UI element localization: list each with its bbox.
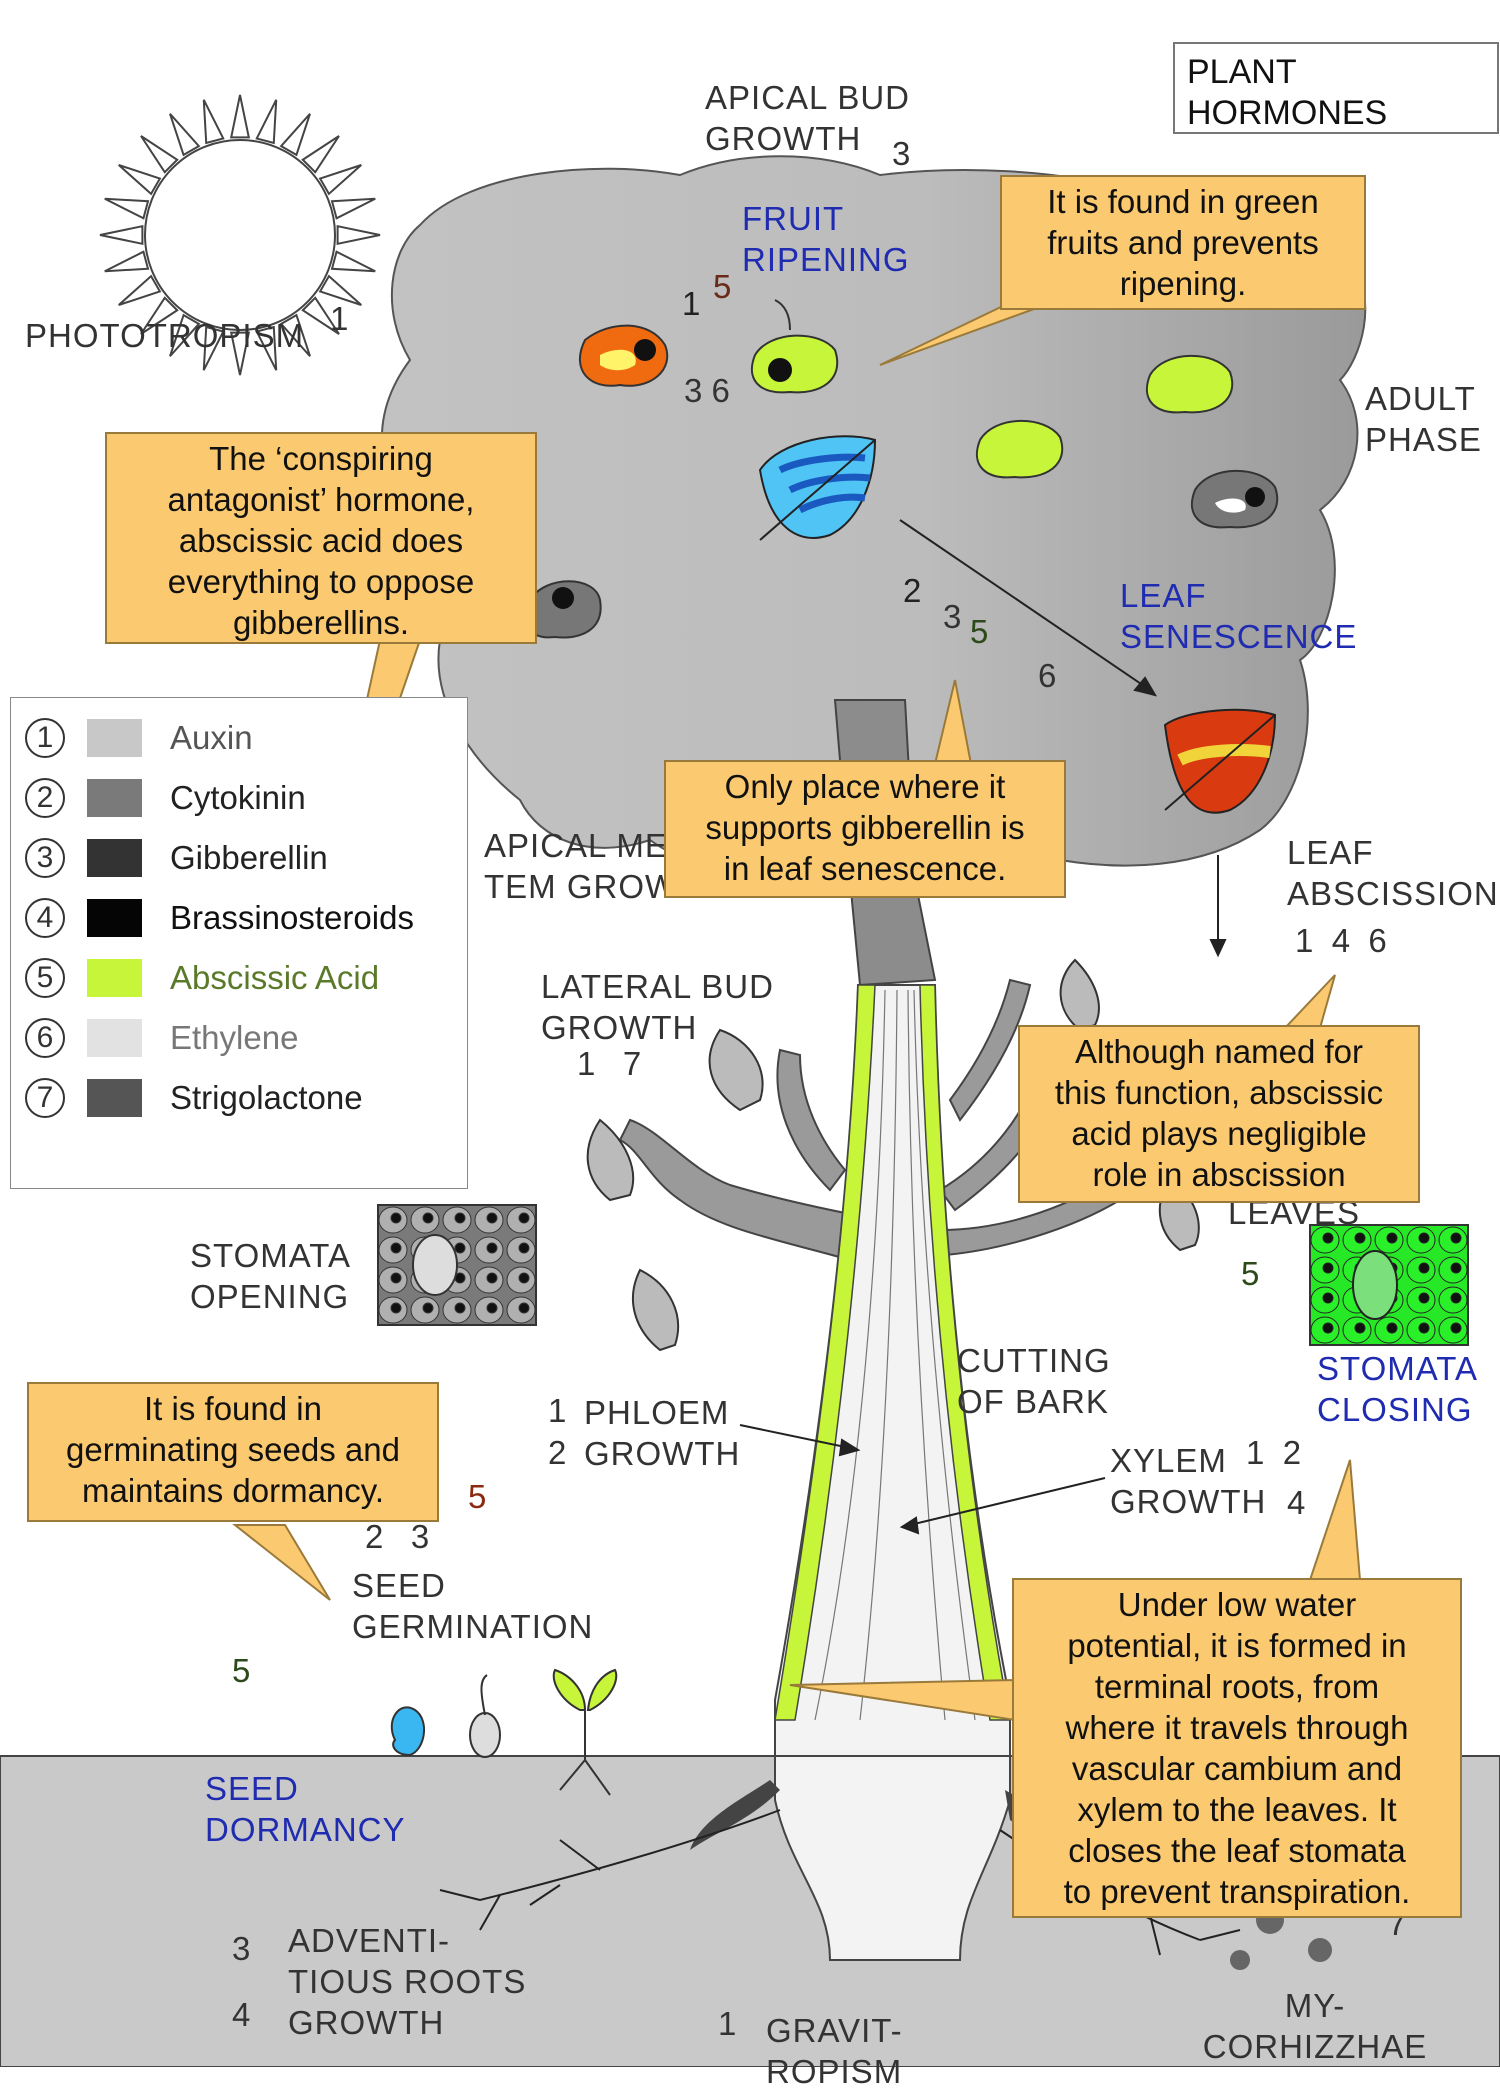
num-fruit-5: 5 <box>713 268 732 305</box>
label-xylem: XYLEM GROWTH <box>1110 1442 1267 1520</box>
label-apical-bud: APICAL BUD GROWTH <box>705 79 911 157</box>
legend-number: 6 <box>25 1018 65 1058</box>
legend-swatch <box>87 959 142 997</box>
num-senescence-3: 3 <box>943 598 962 635</box>
num-dormancy-5: 5 <box>232 1652 251 1689</box>
diagram-title: PLANT HORMONES <box>1173 42 1499 134</box>
num-gravitropism: 1 <box>718 2005 737 2042</box>
sun-icon <box>99 94 381 376</box>
label-adult-phase: ADULT PHASE <box>1365 380 1482 458</box>
num-phototropism: 1 <box>330 300 349 337</box>
legend-label: Brassinosteroids <box>170 899 414 936</box>
trunk-underground <box>774 1755 1011 1961</box>
callout-seeds: It is found in germinating seeds and mai… <box>27 1382 439 1522</box>
leaf-red <box>1163 708 1277 814</box>
label-adventitious: ADVENTI- TIOUS ROOTS GROWTH <box>288 1922 527 2041</box>
legend-swatch <box>87 899 142 937</box>
legend: 1 Auxin 2 Cytokinin 3 Gibberellin 4 Brassinoste… <box>10 697 468 1189</box>
fruit-grey-2 <box>525 580 602 639</box>
label-seed-germination: SEED GERMINATION <box>352 1567 594 1645</box>
legend-number: 7 <box>25 1078 65 1118</box>
legend-swatch <box>87 839 142 877</box>
label-leaf-senescence: LEAF SENESCENCE <box>1120 577 1358 655</box>
label-seed-dormancy: SEED DORMANCY <box>205 1770 406 1848</box>
num-adventitious-3: 3 <box>232 1930 251 1967</box>
phloem-band-left <box>774 984 876 1721</box>
fruit-green <box>750 299 839 394</box>
legend-number: 4 <box>25 898 65 938</box>
stomata-closing-image <box>1309 1224 1469 1346</box>
legend-swatch <box>87 1019 142 1057</box>
num-apical-bud: 3 <box>892 135 911 172</box>
num-xylem-12: 1 2 <box>1246 1434 1302 1471</box>
label-gravitropism: GRAVIT- ROPISM <box>766 2012 903 2090</box>
legend-label: Strigolactone <box>170 1079 363 1116</box>
legend-number: 1 <box>25 718 65 758</box>
num-abscission: 1 4 6 <box>1295 922 1387 959</box>
legend-number: 2 <box>25 778 65 818</box>
num-senescence-5: 5 <box>970 613 989 650</box>
num-adventitious-4: 4 <box>232 1996 251 2033</box>
label-phloem: PHLOEM GROWTH <box>584 1394 741 1472</box>
legend-swatch <box>87 1079 142 1117</box>
label-leaf-abscission: LEAF ABSCISSION <box>1287 834 1499 912</box>
legend-number: 5 <box>25 958 65 998</box>
callout-water: Under low water potential, it is formed … <box>1012 1578 1462 1918</box>
legend-row: 5 Abscissic Acid <box>25 953 379 1003</box>
label-cutting-bark: CUTTING OF BARK <box>957 1342 1111 1420</box>
num-phloem: 1 2 <box>548 1392 567 1471</box>
num-germination-23: 2 3 <box>365 1518 430 1555</box>
fruit-green-2 <box>1145 354 1234 414</box>
label-phototropism: PHOTOTROPISM <box>25 317 305 354</box>
legend-label: Gibberellin <box>170 839 328 876</box>
num-xylem-4: 4 <box>1287 1484 1306 1521</box>
fruit-ripe <box>579 324 669 387</box>
fruit-grey <box>1190 469 1279 529</box>
callout-abscission: Although named for this function, abscis… <box>1018 1025 1420 1203</box>
legend-row: 7 Strigolactone <box>25 1073 363 1123</box>
stomata-opening-image <box>377 1204 537 1326</box>
label-stomata-closing: STOMATA CLOSING <box>1317 1350 1479 1428</box>
num-fruit-1: 1 <box>682 285 701 322</box>
legend-label: Auxin <box>170 719 253 756</box>
legend-row: 3 Gibberellin <box>25 833 328 883</box>
legend-swatch <box>87 719 142 757</box>
fruit-green-3 <box>975 419 1064 479</box>
callout-antagonist: The ‘conspiring antagonist’ hormone, abs… <box>105 432 537 644</box>
label-apical-meristem: APICAL ME TEM GROW <box>484 827 678 905</box>
legend-label: Ethylene <box>170 1019 299 1056</box>
legend-row: 6 Ethylene <box>25 1013 298 1063</box>
label-fruit-ripening: FRUIT RIPENING <box>742 200 910 278</box>
num-senescence-6: 6 <box>1038 657 1057 694</box>
label-stomata-opening: STOMATA OPENING <box>190 1237 352 1315</box>
legend-number: 3 <box>25 838 65 878</box>
arrows <box>739 519 1227 1535</box>
legend-row: 2 Cytokinin <box>25 773 306 823</box>
legend-label: Abscissic Acid <box>170 959 380 996</box>
callout-senescence: Only place where it supports gibberellin… <box>664 760 1066 898</box>
callout-green-fruits: It is found in green fruits and prevents… <box>1000 175 1366 310</box>
num-leaves-5: 5 <box>1241 1255 1260 1292</box>
num-germination-5: 5 <box>468 1478 487 1515</box>
leaf-blue <box>758 435 877 541</box>
legend-label: Cytokinin <box>170 779 306 816</box>
legend-row: 1 Auxin <box>25 713 253 763</box>
seedlings <box>390 1668 618 1796</box>
label-lateral-bud: LATERAL BUD GROWTH <box>541 968 774 1046</box>
xylem-lines <box>814 989 976 1721</box>
legend-row: 4 Brassinosteroids <box>25 893 414 943</box>
legend-swatch <box>87 779 142 817</box>
label-mycorrhizae: MY- CORHIZZHAE <box>1202 1987 1428 2065</box>
num-lateral-bud: 1 7 <box>577 1045 642 1082</box>
num-senescence-2: 2 <box>903 572 922 609</box>
num-fruit-36: 3 6 <box>684 372 730 409</box>
